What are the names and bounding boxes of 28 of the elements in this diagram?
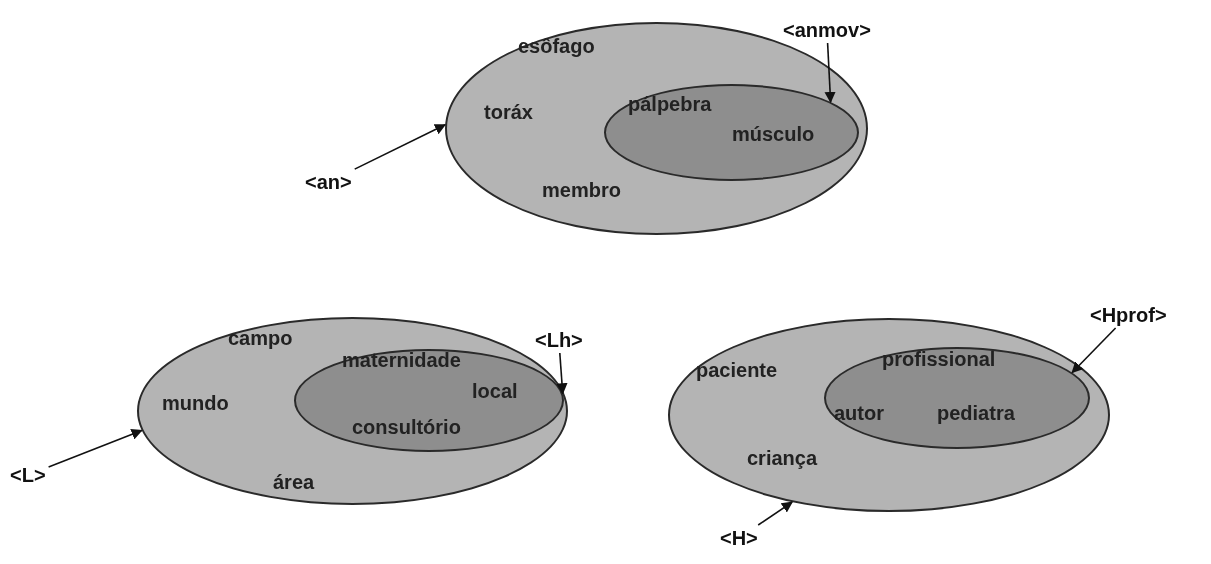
term-label: área bbox=[273, 472, 315, 492]
term-label: esôfago bbox=[518, 36, 595, 56]
term-label: maternidade bbox=[342, 350, 461, 370]
tag-label: <an> bbox=[305, 172, 352, 192]
arrow bbox=[1071, 327, 1117, 374]
term-label: pálpebra bbox=[628, 94, 712, 114]
term-label: profissional bbox=[882, 349, 996, 369]
term-label: membro bbox=[542, 180, 621, 200]
tag-label: <Lh> bbox=[535, 330, 583, 350]
tag-label: <Hprof> bbox=[1090, 305, 1167, 325]
term-label: músculo bbox=[732, 124, 815, 144]
tag-label: <L> bbox=[10, 465, 46, 485]
term-label: campo bbox=[228, 328, 293, 348]
arrow bbox=[47, 428, 143, 468]
arrow bbox=[757, 501, 794, 526]
tag-label: <anmov> bbox=[783, 20, 871, 40]
term-label: autor bbox=[834, 403, 884, 423]
term-label: toráx bbox=[484, 102, 533, 122]
tag-label: <H> bbox=[720, 528, 758, 548]
arrow bbox=[353, 124, 447, 170]
term-label: criança bbox=[747, 448, 818, 468]
arrow bbox=[824, 42, 836, 104]
term-label: consultório bbox=[352, 417, 461, 437]
arrow bbox=[556, 352, 568, 395]
term-label: pediatra bbox=[937, 403, 1015, 423]
term-label: local bbox=[472, 381, 518, 401]
term-label: paciente bbox=[696, 360, 778, 380]
term-label: mundo bbox=[162, 393, 229, 413]
